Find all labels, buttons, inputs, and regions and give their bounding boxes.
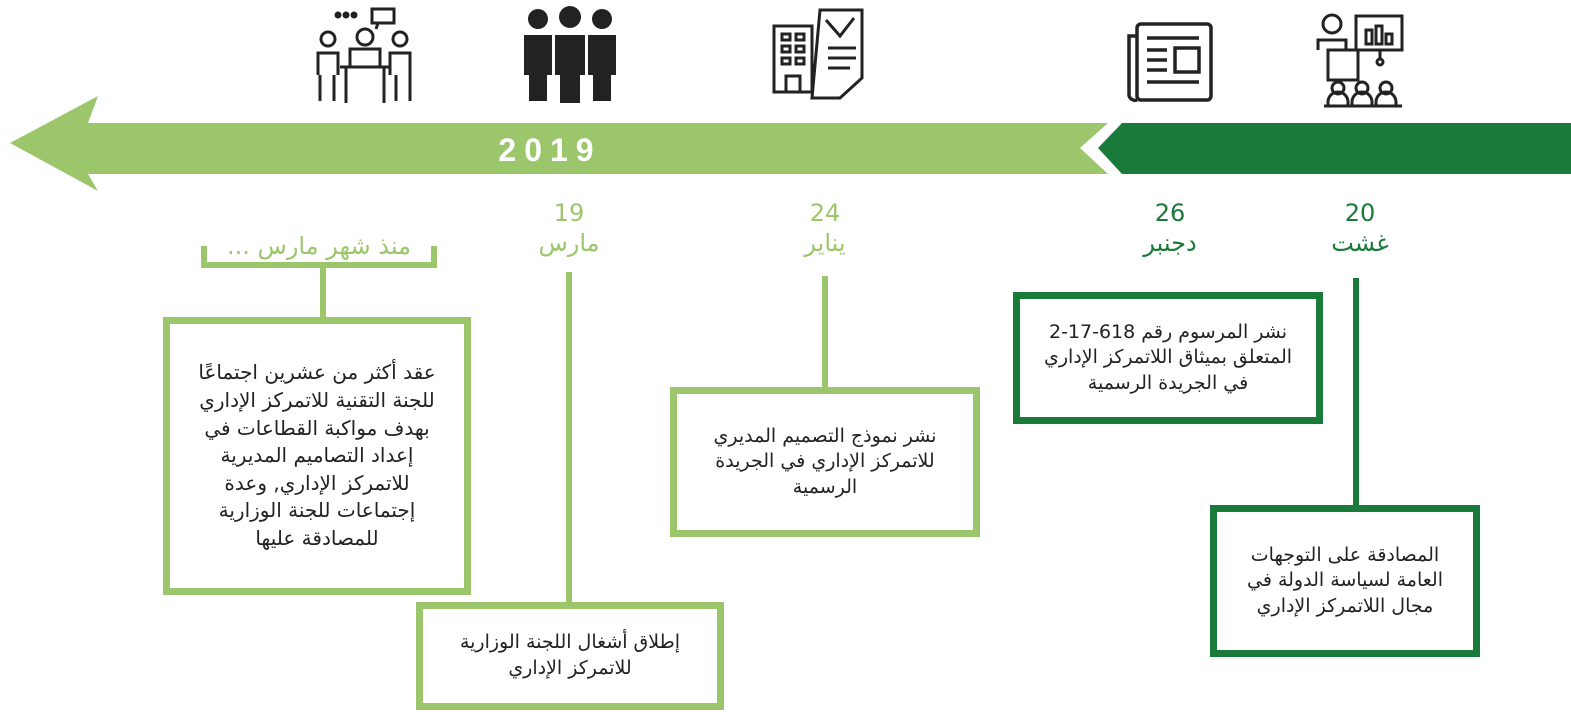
event-box-march: إطلاق أشغال اللجنة الوزارية للاتمركز الإ… — [416, 602, 724, 710]
event-text: عقد أكثر من عشرين اجتماعًا للجنة التقنية… — [198, 360, 436, 550]
event-connector — [1353, 278, 1359, 508]
event-text: نشر نموذج التصميم المديري للاتمركز الإدا… — [713, 424, 937, 498]
event-day: 20 — [1344, 199, 1376, 227]
event-date-march: 19 مارس — [509, 198, 629, 258]
newspaper-icon — [1125, 20, 1215, 105]
event-connector — [822, 276, 828, 391]
presentation-audience-icon — [1310, 10, 1410, 110]
event-day: 24 — [809, 199, 841, 227]
period-bracket — [201, 246, 437, 268]
timeline-light-arrow — [10, 96, 1108, 191]
event-text: نشر المرسوم رقم 618-17-2 المتعلق بميثاق … — [1043, 320, 1293, 394]
event-connector — [320, 268, 326, 320]
timeline-year: 2019 — [498, 131, 602, 168]
event-text: إطلاق أشغال اللجنة الوزارية للاتمركز الإ… — [459, 631, 681, 679]
event-day: 26 — [1154, 199, 1186, 227]
meeting-icon — [310, 5, 420, 105]
event-box-since-march: عقد أكثر من عشرين اجتماعًا للجنة التقنية… — [163, 317, 471, 595]
event-month: دجنبر — [1143, 229, 1197, 257]
event-date-august: 20 غشت — [1300, 198, 1420, 258]
building-document-icon — [770, 8, 870, 103]
event-month: مارس — [538, 229, 600, 257]
timeline-dark-segment — [1098, 123, 1571, 174]
event-text: المصادقة على التوجهات العامة لسياسة الدو… — [1247, 543, 1443, 617]
event-period: منذ شهر مارس ... — [227, 232, 411, 260]
event-box-january: نشر نموذج التصميم المديري للاتمركز الإدا… — [670, 387, 980, 537]
event-connector — [566, 272, 572, 604]
event-date-january: 24 يناير — [765, 198, 885, 258]
event-month: غشت — [1331, 229, 1389, 257]
group-of-people-icon — [520, 5, 620, 105]
event-day: 19 — [553, 199, 585, 227]
event-box-august: المصادقة على التوجهات العامة لسياسة الدو… — [1210, 505, 1480, 657]
event-month: يناير — [804, 229, 846, 257]
event-date-december: 26 دجنبر — [1110, 198, 1230, 258]
event-box-december: نشر المرسوم رقم 618-17-2 المتعلق بميثاق … — [1013, 292, 1323, 424]
